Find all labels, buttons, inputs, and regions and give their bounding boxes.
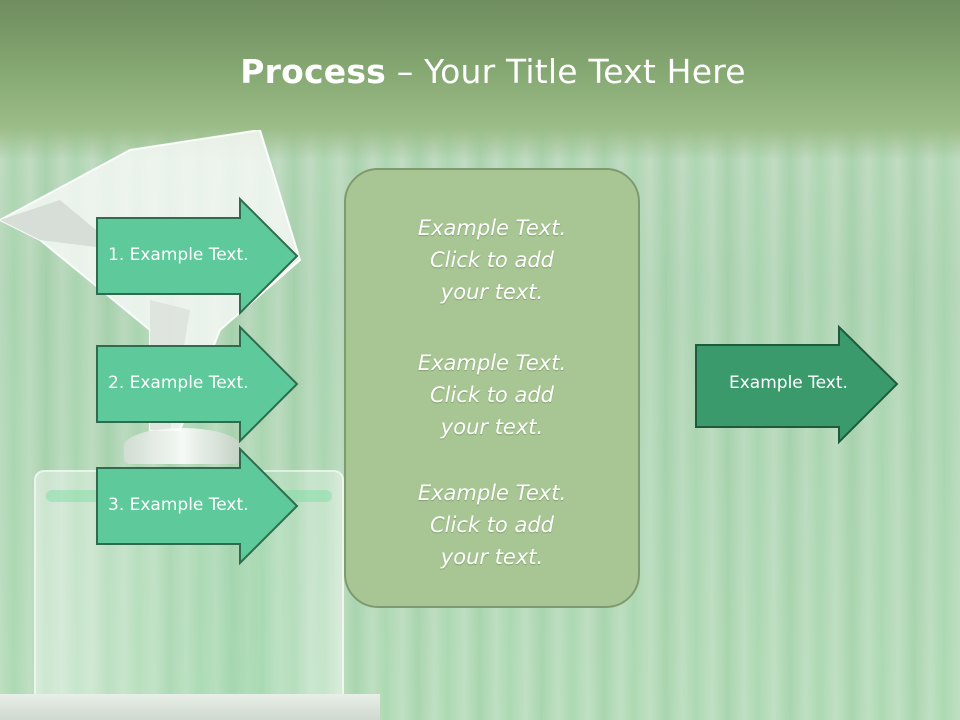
arrow-shape-icon [96, 324, 299, 444]
center-block-2[interactable]: Example Text. Click to add your text. [344, 347, 640, 443]
center-block-3-line-2: Click to add [429, 513, 554, 537]
center-block-3-line-1: Example Text. [417, 481, 567, 505]
title-rest: – Your Title Text Here [386, 52, 746, 91]
step-arrow-2[interactable]: 2. Example Text. [96, 324, 299, 444]
step-label-3: 3. Example Text. [108, 495, 249, 515]
title-band [0, 0, 960, 160]
trophy-collar [124, 428, 240, 464]
result-arrow[interactable]: Example Text. [695, 324, 899, 445]
step-arrow-3[interactable]: 3. Example Text. [96, 446, 299, 566]
step-label-1: 1. Example Text. [108, 245, 249, 265]
center-block-1-line-1: Example Text. [417, 216, 567, 240]
title-bold: Process [240, 52, 387, 91]
center-block-2-line-1: Example Text. [417, 351, 567, 375]
arrow-shape-icon [96, 196, 299, 316]
center-block-2-line-2: Click to add [429, 383, 554, 407]
slide-title[interactable]: Process – Your Title Text Here [0, 52, 960, 91]
center-block-3[interactable]: Example Text. Click to add your text. [344, 477, 640, 573]
center-block-1-line-2: Click to add [429, 248, 554, 272]
center-text-box[interactable] [344, 168, 640, 608]
step-label-2: 2. Example Text. [108, 373, 249, 393]
step-arrow-1[interactable]: 1. Example Text. [96, 196, 299, 316]
center-block-3-line-3: your text. [440, 545, 544, 569]
center-block-1-line-3: your text. [440, 280, 544, 304]
center-block-1[interactable]: Example Text. Click to add your text. [344, 212, 640, 308]
arrow-shape-icon [695, 324, 899, 445]
center-block-2-line-3: your text. [440, 415, 544, 439]
trophy-pedestal [0, 694, 380, 720]
result-label: Example Text. [729, 373, 848, 393]
arrow-shape-icon [96, 446, 299, 566]
